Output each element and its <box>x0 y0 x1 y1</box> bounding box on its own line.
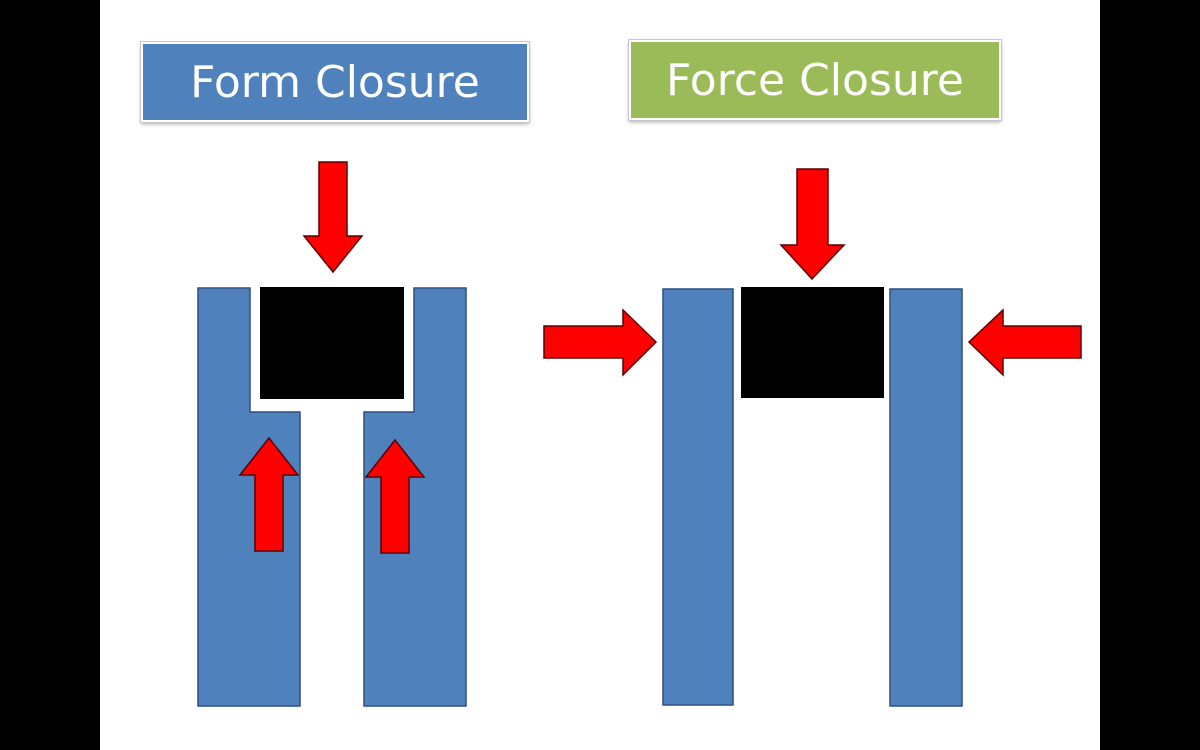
force-closure-title: Force Closure <box>628 39 1002 121</box>
force-left-finger <box>662 288 734 706</box>
force-object <box>741 287 884 398</box>
slide: Form Closure Force Closure <box>100 0 1100 750</box>
form-left-finger <box>197 287 301 707</box>
form-right-finger <box>363 287 467 707</box>
form-closure-title: Form Closure <box>140 41 530 123</box>
form-down-arrow-icon <box>302 161 364 274</box>
force-left-arrow-icon <box>967 308 1082 377</box>
form-right-up-arrow-icon <box>364 438 426 554</box>
form-object <box>260 287 404 399</box>
form-closure-title-text: Form Closure <box>190 56 480 108</box>
force-right-arrow-icon <box>543 308 658 377</box>
force-down-arrow-icon <box>779 168 846 281</box>
form-left-up-arrow-icon <box>238 436 300 552</box>
force-closure-title-text: Force Closure <box>666 54 964 106</box>
closure-diagram <box>197 161 1082 707</box>
force-right-finger <box>889 288 963 707</box>
